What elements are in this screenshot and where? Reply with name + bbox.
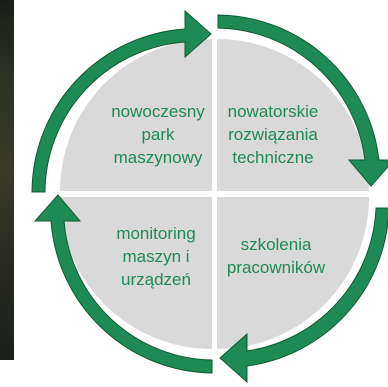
arrow-to-right-icon <box>217 14 388 187</box>
arrow-to-bottom-icon <box>219 207 388 384</box>
segment-label-machine-monitoring: monitoring maszyn i urządzeń <box>116 223 196 289</box>
segment-machine-monitoring: monitoring maszyn i urządzeń <box>60 197 212 349</box>
background-photo-strip <box>0 0 14 360</box>
arrow-to-left-icon <box>33 194 213 374</box>
segment-label-innovative-solutions: nowatorskie rozwiązania techniczne <box>227 101 319 167</box>
arrow-to-top-icon <box>31 9 212 193</box>
segment-label-employee-training: szkolenia pracowników <box>226 235 326 277</box>
segment-label-modern-machinery: nowoczesny park maszynowy <box>111 101 205 167</box>
